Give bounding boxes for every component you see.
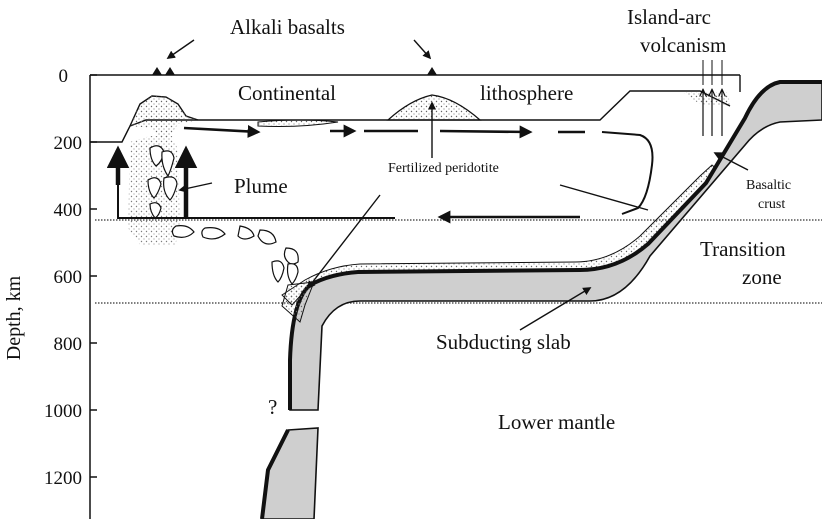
label-crust: crust	[758, 197, 785, 212]
label-alkali-basalts: Alkali basalts	[230, 15, 345, 39]
tick-label: 1200	[44, 468, 82, 489]
label-basaltic: Basaltic	[746, 178, 791, 193]
tick-label: 1000	[44, 401, 82, 422]
tick-label: 800	[54, 334, 83, 355]
tick-label: 400	[54, 200, 83, 221]
label-fertilized-peridotite: Fertilized peridotite	[388, 161, 499, 176]
tick-label: 200	[54, 133, 83, 154]
depth-axis: 0 200 400 600 800 1000 1200 Depth, km	[3, 66, 97, 519]
label-question-mark: ?	[268, 395, 277, 419]
tick-label: 600	[54, 267, 83, 288]
tick-label: 0	[59, 66, 69, 87]
label-transition: Transition	[700, 237, 786, 261]
label-subducting-slab: Subducting slab	[436, 330, 571, 354]
subducting-slab	[262, 82, 822, 519]
label-island-arc: Island-arc	[627, 5, 711, 29]
label-volcanism: volcanism	[640, 33, 726, 57]
label-plume: Plume	[234, 174, 288, 198]
alkali-basalt-volcanoes	[152, 67, 437, 75]
axis-title: Depth, km	[3, 275, 25, 360]
flow-arrows	[118, 128, 653, 218]
label-lithosphere: lithosphere	[480, 81, 573, 105]
label-zone: zone	[742, 265, 782, 289]
label-continental: Continental	[238, 81, 336, 105]
label-lower-mantle: Lower mantle	[498, 410, 615, 434]
